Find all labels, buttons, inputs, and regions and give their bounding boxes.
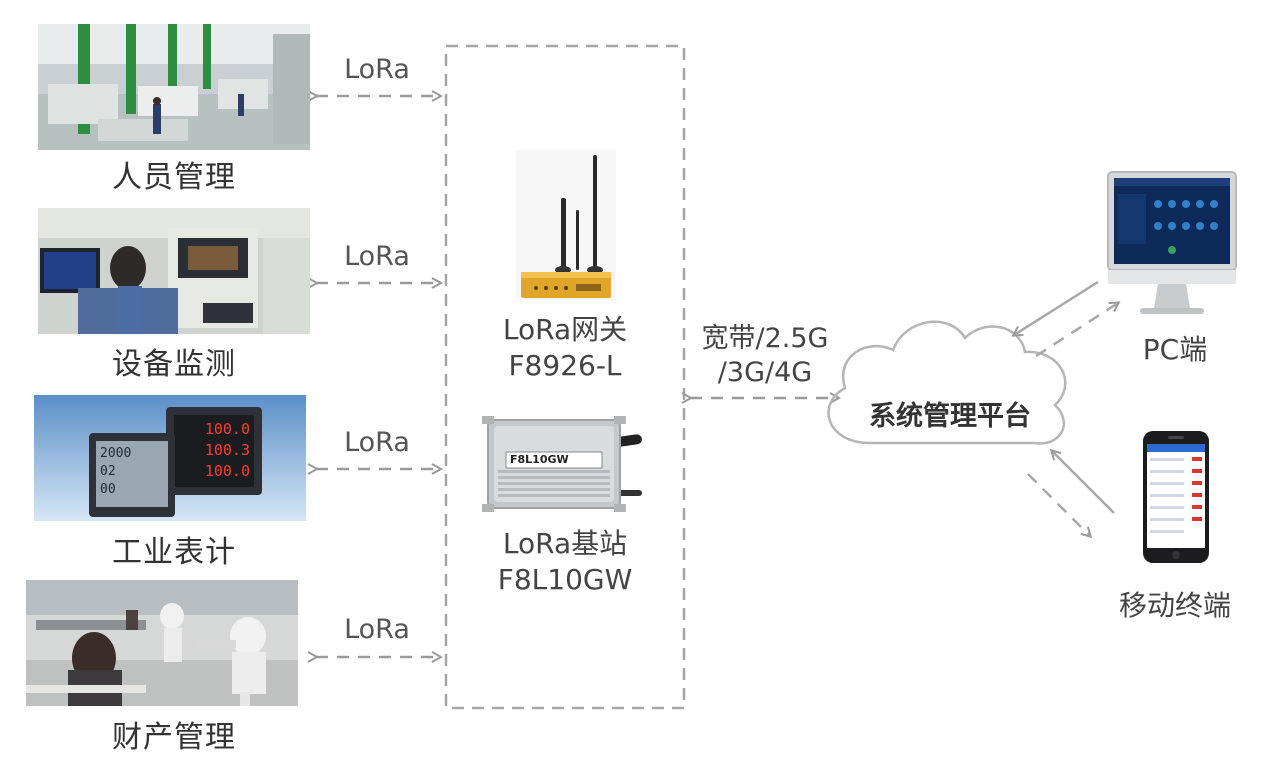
lora-label-3: LoRa	[344, 427, 410, 458]
pc-link-dashed	[1035, 303, 1118, 358]
backhaul-line-1: 宽带/2.5G	[701, 323, 829, 354]
pc-label: PC端	[1142, 333, 1208, 366]
meter-small-3: 00	[100, 482, 116, 497]
gateway-group-box	[444, 44, 686, 710]
lora-label-4: LoRa	[344, 614, 410, 645]
base-station-plate: F8L10GW	[510, 453, 569, 466]
meter-reading-3: 100.0	[204, 462, 250, 480]
gateway-name: LoRa网关	[502, 313, 628, 346]
pc-monitor-image	[1106, 170, 1238, 320]
backhaul-label: 宽带/2.5G /3G/4G	[680, 322, 850, 390]
mobile-label: 移动终端	[1118, 589, 1231, 622]
meter-reading-1: 100.0	[204, 420, 250, 438]
industrial-meter-photo: 100.0 100.3 100.0 2000 02 00	[34, 395, 306, 521]
mobile-phone-image	[1142, 430, 1210, 564]
equipment-monitoring-photo	[38, 208, 310, 334]
meter-reading-2: 100.3	[204, 441, 250, 459]
caption-equipment: 设备监测	[112, 347, 236, 382]
caption-meters: 工业表计	[112, 535, 236, 570]
lora-label-2: LoRa	[344, 241, 410, 272]
mobile-link-dashed	[1027, 473, 1090, 536]
asset-management-photo	[26, 580, 298, 706]
lora-gateway-router-image	[516, 150, 616, 300]
mobile-link-solid	[1052, 451, 1115, 514]
platform-label: 系统管理平台	[869, 401, 1031, 432]
factory-floor-photo	[38, 24, 310, 150]
pc-link-solid	[1014, 280, 1099, 335]
lora-base-station-image: F8L10GW	[480, 412, 650, 516]
base-station-model: F8L10GW	[497, 563, 633, 596]
cloud-shape	[827, 320, 1067, 445]
gateway-label-block: LoRa网关 F8926-L	[435, 312, 695, 384]
base-station-label-block: LoRa基站 F8L10GW	[435, 526, 695, 598]
meter-small-1: 2000	[100, 446, 132, 461]
gateway-model: F8926-L	[508, 349, 622, 382]
meter-small-2: 02	[100, 464, 116, 479]
caption-assets: 财产管理	[112, 720, 236, 755]
base-station-name: LoRa基站	[502, 527, 628, 560]
lora-label-1: LoRa	[344, 54, 410, 85]
caption-personnel: 人员管理	[112, 160, 236, 195]
backhaul-line-2: /3G/4G	[717, 357, 813, 388]
